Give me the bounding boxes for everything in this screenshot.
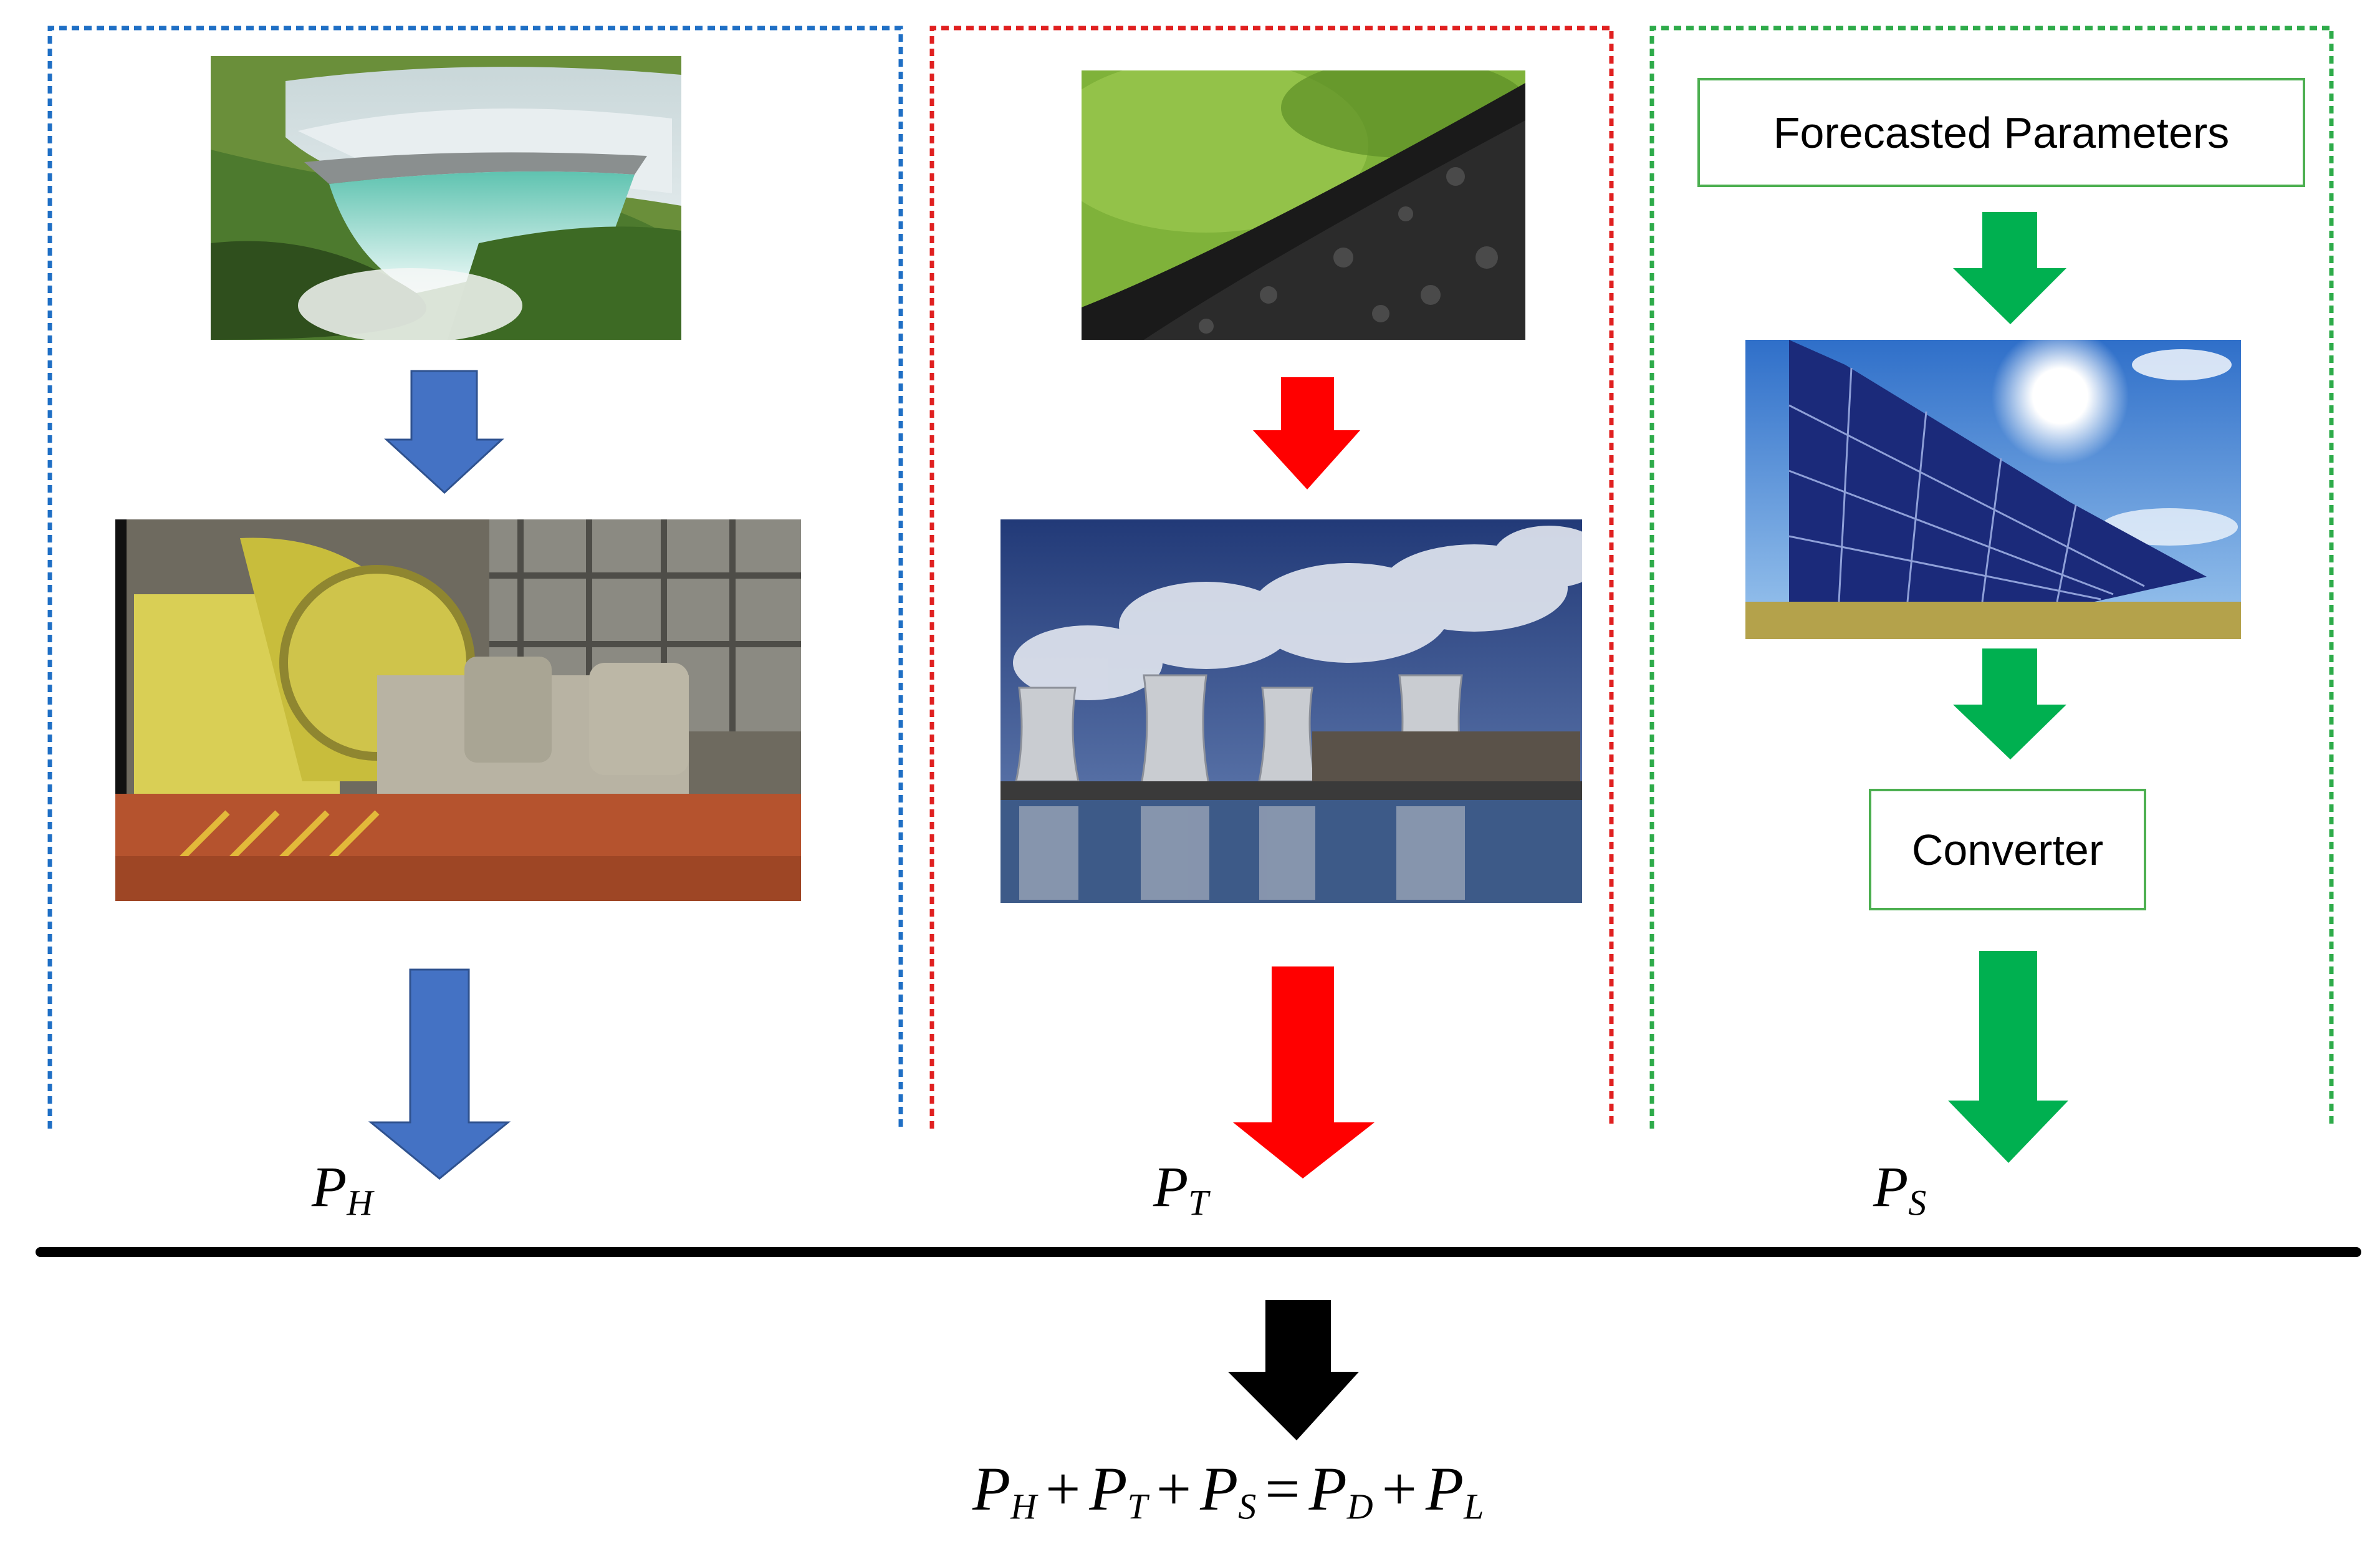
- thermal-power-subscript: T: [1188, 1182, 1209, 1223]
- eq-equals: =: [1265, 1454, 1300, 1523]
- eq-plus-2: +: [1156, 1454, 1192, 1523]
- generator-photo: [115, 519, 801, 901]
- eq-term-5: P: [1426, 1454, 1464, 1523]
- solar-power-label: PS: [1873, 1154, 1926, 1224]
- eq-plus-3: +: [1381, 1454, 1418, 1523]
- forecasted-parameters-box: Forecasted Parameters: [1697, 78, 2305, 187]
- thermal-panel-border: [929, 26, 1614, 1129]
- eq-term-4: P: [1308, 1454, 1347, 1523]
- eq-term-1: P: [972, 1454, 1011, 1523]
- hydro-panel-border: [47, 26, 903, 1129]
- solar-panel-photo: [1745, 340, 2241, 639]
- coal-photo: [1082, 70, 1525, 340]
- thermal-arrow-2: [1233, 966, 1375, 1178]
- converter-label: Converter: [1911, 825, 2104, 874]
- solar-arrow-1: [1953, 212, 2066, 324]
- thermal-power-label: PT: [1153, 1154, 1208, 1224]
- eq-sub-2: T: [1127, 1486, 1148, 1527]
- hydro-power-subscript: H: [347, 1182, 373, 1223]
- hydro-arrow-2: [368, 968, 511, 1180]
- eq-sub-4: D: [1346, 1486, 1373, 1527]
- thermal-arrow-1: [1253, 377, 1360, 489]
- converter-box: Converter: [1869, 789, 2146, 910]
- eq-sub-5: L: [1464, 1486, 1484, 1527]
- solar-panel-border: [1649, 26, 2334, 1129]
- solar-arrow-2: [1953, 648, 2066, 759]
- solar-power-subscript: S: [1908, 1182, 1927, 1223]
- solar-arrow-3: [1948, 951, 2068, 1163]
- thermal-power-symbol: P: [1153, 1155, 1189, 1218]
- hydro-arrow-1: [384, 370, 504, 494]
- eq-sub-1: H: [1010, 1486, 1037, 1527]
- eq-sub-3: S: [1238, 1486, 1257, 1527]
- total-arrow: [1228, 1300, 1359, 1440]
- eq-term-3: P: [1200, 1454, 1239, 1523]
- power-balance-equation: PH+PT+PS=PD+PL: [972, 1453, 1484, 1528]
- eq-term-2: P: [1089, 1454, 1128, 1523]
- dam-photo: [211, 56, 681, 340]
- eq-plus-1: +: [1045, 1454, 1081, 1523]
- hydro-power-label: PH: [312, 1154, 373, 1224]
- forecasted-parameters-label: Forecasted Parameters: [1773, 108, 2230, 157]
- solar-power-symbol: P: [1873, 1155, 1909, 1218]
- cooling-towers-photo: [1000, 519, 1582, 903]
- hydro-power-symbol: P: [312, 1155, 347, 1218]
